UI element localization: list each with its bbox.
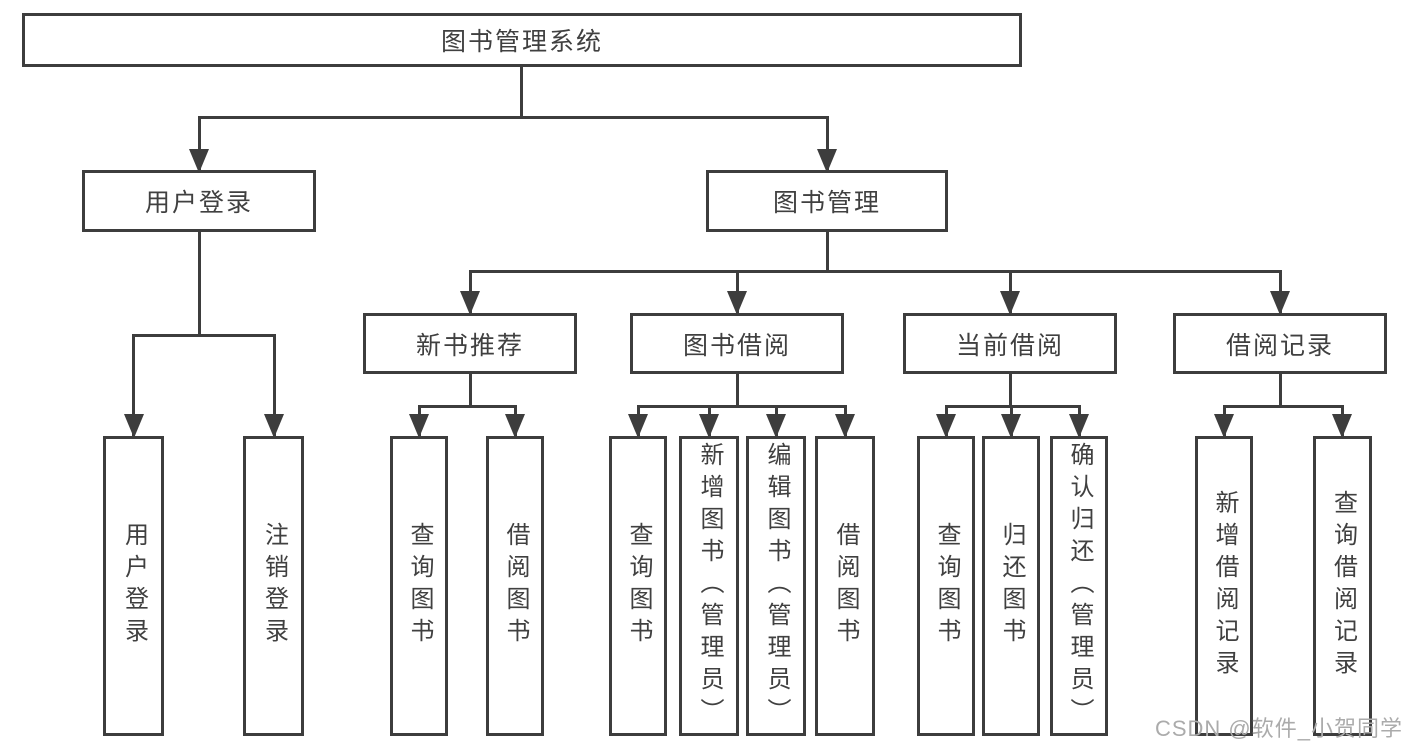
node-user-login: 用户登录: [82, 170, 316, 232]
connector-stem: [1009, 374, 1012, 407]
connector-stem: [198, 232, 201, 337]
leaf-confirm-return-admin: 确认归还（管理员）: [1050, 436, 1108, 736]
leaf-logout: 注销登录: [243, 436, 304, 736]
node-label: 图书管理系统: [440, 28, 603, 56]
node-label: 借阅图书: [502, 522, 529, 650]
arrowhead-down-icon: [628, 414, 648, 438]
leaf-return-books: 归还图书: [982, 436, 1040, 736]
leaf-user-login: 用户登录: [103, 436, 164, 736]
arrowhead-down-icon: [1214, 414, 1234, 438]
node-new-book-recommend: 新书推荐: [363, 313, 577, 374]
leaf-borrow-books-recommend: 借阅图书: [486, 436, 544, 736]
node-label: 用户登录: [120, 522, 148, 650]
arrowhead-down-icon: [727, 291, 747, 315]
node-current-borrowing: 当前借阅: [903, 313, 1117, 374]
node-label: 确认归还（管理员）: [1066, 442, 1093, 730]
connector-stem: [469, 374, 472, 407]
node-book-borrowing: 图书借阅: [630, 313, 844, 374]
leaf-borrow-books: 借阅图书: [815, 436, 875, 736]
node-label: 查询图书: [625, 522, 652, 650]
node-label: 图书借阅: [682, 331, 791, 360]
connector-drop: [132, 334, 135, 438]
arrowhead-down-icon: [460, 291, 480, 315]
arrowhead-down-icon: [817, 149, 837, 173]
node-label: 新增借阅记录: [1211, 490, 1238, 682]
connector-stem: [826, 232, 829, 273]
arrowhead-down-icon: [189, 149, 209, 173]
connector-rail: [132, 334, 276, 337]
connector-rail: [198, 116, 829, 119]
node-label: 注销登录: [260, 522, 288, 650]
arrowhead-down-icon: [1000, 291, 1020, 315]
leaf-query-borrow-record: 查询借阅记录: [1313, 436, 1372, 736]
connector-drop: [198, 116, 201, 172]
node-label: 用户登录: [144, 189, 253, 217]
node-label: 查询借阅记录: [1329, 490, 1357, 682]
arrowhead-down-icon: [766, 414, 786, 438]
arrowhead-down-icon: [835, 414, 855, 438]
connector-drop: [826, 116, 829, 172]
arrowhead-down-icon: [1001, 414, 1021, 438]
node-label: 借阅图书: [832, 522, 859, 650]
connector-rail: [469, 270, 1282, 273]
arrowhead-down-icon: [1332, 414, 1352, 438]
connector-drop: [273, 334, 276, 438]
connector-stem: [736, 374, 739, 407]
connector-rail: [637, 405, 847, 408]
node-library-management-system: 图书管理系统: [22, 13, 1022, 67]
arrowhead-down-icon: [1069, 414, 1089, 438]
connector-stem: [520, 67, 523, 118]
node-label: 新书推荐: [415, 331, 524, 360]
leaf-query-books-recommend: 查询图书: [390, 436, 448, 736]
arrowhead-down-icon: [505, 414, 525, 438]
node-label: 当前借阅: [955, 331, 1064, 360]
connector-rail: [418, 405, 517, 408]
node-label: 归还图书: [998, 522, 1025, 650]
connector-stem: [1279, 374, 1282, 407]
arrowhead-down-icon: [1270, 291, 1290, 315]
node-label: 借阅记录: [1225, 331, 1334, 360]
node-label: 查询图书: [933, 522, 960, 650]
node-book-management: 图书管理: [706, 170, 948, 232]
connector-rail: [945, 405, 1081, 408]
node-borrowing-records: 借阅记录: [1173, 313, 1387, 374]
leaf-edit-books-admin: 编辑图书（管理员）: [746, 436, 806, 736]
arrowhead-down-icon: [409, 414, 429, 438]
leaf-add-books-admin: 新增图书（管理员）: [679, 436, 739, 736]
node-label: 图书管理: [772, 189, 881, 217]
watermark: CSDN @软件_小贺同学: [1154, 716, 1403, 741]
leaf-query-books-borrowing: 查询图书: [609, 436, 667, 736]
arrowhead-down-icon: [264, 414, 284, 438]
arrowhead-down-icon: [124, 414, 144, 438]
node-label: 编辑图书（管理员）: [763, 442, 790, 730]
node-label: 查询图书: [406, 522, 433, 650]
arrowhead-down-icon: [936, 414, 956, 438]
leaf-add-borrow-record: 新增借阅记录: [1195, 436, 1253, 736]
node-label: 新增图书（管理员）: [696, 442, 723, 730]
arrowhead-down-icon: [699, 414, 719, 438]
leaf-query-books-current: 查询图书: [917, 436, 975, 736]
connector-rail: [1223, 405, 1344, 408]
